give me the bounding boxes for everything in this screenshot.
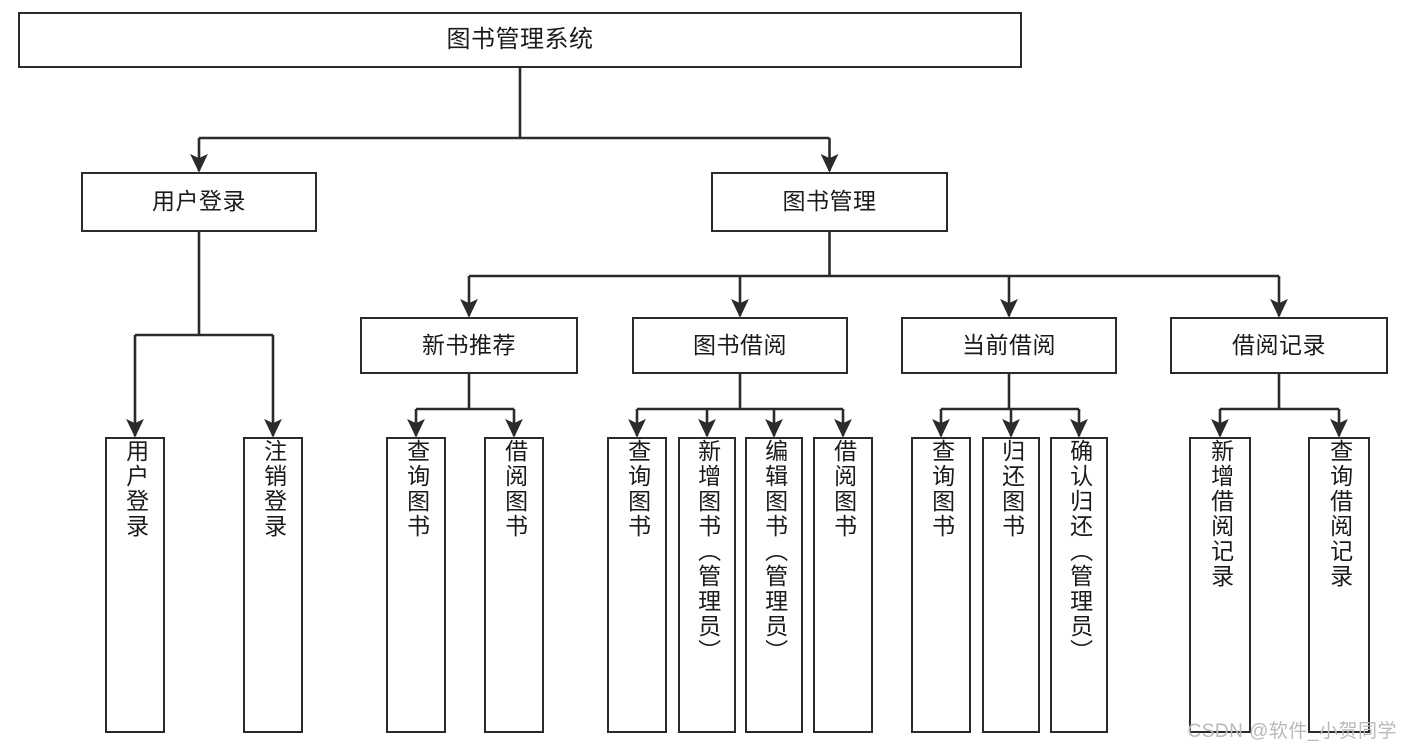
node-leaf-cur-1[interactable]: 查询图书: [911, 437, 971, 733]
node-label: 用户登录: [122, 439, 149, 539]
node-records[interactable]: 借阅记录: [1170, 317, 1388, 374]
node-leaf-borrow-4[interactable]: 借阅图书: [813, 437, 873, 733]
node-leaf-new-1[interactable]: 查询图书: [386, 437, 446, 733]
node-label: 注销登录: [260, 439, 287, 539]
node-borrow[interactable]: 图书借阅: [632, 317, 848, 374]
watermark-text: CSDN @软件_小贺同学: [1187, 721, 1397, 742]
node-label: 新书推荐: [422, 331, 516, 358]
node-label: 查询图书: [403, 439, 430, 539]
node-leaf-login-2[interactable]: 注销登录: [243, 437, 303, 733]
node-label: 借阅图书: [830, 439, 857, 539]
node-label: 确认归还（管理员）: [1066, 439, 1093, 664]
node-leaf-borrow-1[interactable]: 查询图书: [607, 437, 667, 733]
node-label: 编辑图书（管理员）: [761, 439, 788, 664]
node-label: 查询图书: [624, 439, 651, 539]
node-label: 借阅记录: [1232, 331, 1326, 358]
node-label: 图书管理系统: [446, 25, 594, 53]
node-label: 借阅图书: [501, 439, 528, 539]
node-label: 图书管理: [782, 188, 877, 215]
node-label: 图书借阅: [693, 331, 787, 358]
node-leaf-rec-2[interactable]: 查询借阅记录: [1308, 437, 1370, 733]
node-label: 新增图书（管理员）: [694, 439, 721, 664]
node-leaf-new-2[interactable]: 借阅图书: [484, 437, 544, 733]
node-leaf-cur-3[interactable]: 确认归还（管理员）: [1050, 437, 1108, 733]
node-leaf-cur-2[interactable]: 归还图书: [982, 437, 1040, 733]
node-root[interactable]: 图书管理系统: [18, 12, 1022, 68]
node-leaf-rec-1[interactable]: 新增借阅记录: [1189, 437, 1251, 733]
node-label: 查询借阅记录: [1326, 439, 1353, 589]
node-label: 用户登录: [152, 188, 246, 215]
node-bookmgmt[interactable]: 图书管理: [711, 172, 948, 232]
node-current[interactable]: 当前借阅: [901, 317, 1117, 374]
node-leaf-login-1[interactable]: 用户登录: [105, 437, 165, 733]
node-newbook[interactable]: 新书推荐: [360, 317, 578, 374]
node-label: 新增借阅记录: [1207, 439, 1234, 589]
node-label: 当前借阅: [962, 331, 1056, 358]
node-leaf-borrow-2[interactable]: 新增图书（管理员）: [678, 437, 736, 733]
node-label: 归还图书: [998, 439, 1025, 539]
node-leaf-borrow-3[interactable]: 编辑图书（管理员）: [745, 437, 803, 733]
node-label: 查询图书: [928, 439, 955, 539]
node-login[interactable]: 用户登录: [81, 172, 317, 232]
